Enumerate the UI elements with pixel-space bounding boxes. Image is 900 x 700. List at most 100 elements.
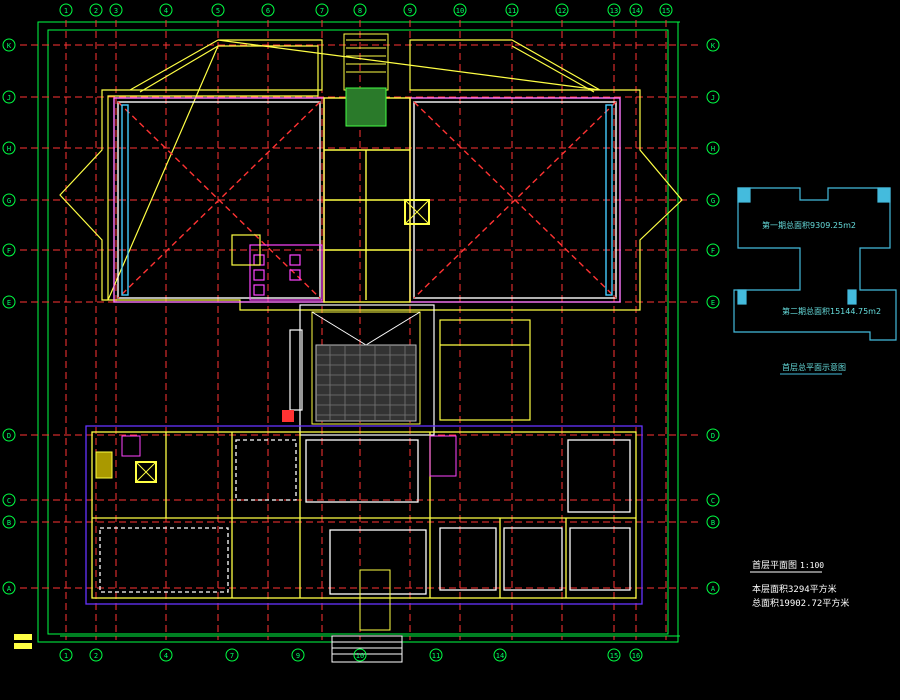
grid-bubble-left-G: G — [2, 193, 16, 207]
grid-bubble-left-C: C — [2, 493, 16, 507]
grid-bubble-bottom-16: 16 — [629, 648, 643, 662]
drawing-notes: 首层平面图 1:100 本层面积3294平方米 总面积19902.72平方米 — [750, 559, 849, 609]
grid-bubble-top-5: 5 — [211, 3, 225, 17]
key-plan-lower-label: 第二期总面积15144.75m2 — [782, 306, 881, 316]
svg-text:K: K — [711, 42, 716, 50]
grid-bubble-bottom-11: 11 — [429, 648, 443, 662]
grid-bubble-left-A: A — [2, 581, 16, 595]
svg-text:10: 10 — [456, 7, 464, 15]
grid-bubble-right-D: D — [706, 428, 720, 442]
grid-bubble-top-10: 10 — [453, 3, 467, 17]
grid-bubble-top-12: 12 — [555, 3, 569, 17]
svg-text:D: D — [711, 432, 715, 440]
grid-bubble-right-A: A — [706, 581, 720, 595]
floor-area-note: 本层面积3294平方米 — [752, 583, 837, 595]
svg-text:G: G — [7, 197, 11, 205]
middle-right-rooms — [289, 319, 531, 421]
svg-text:4: 4 — [164, 7, 168, 15]
svg-text:9: 9 — [296, 652, 300, 660]
svg-text:1: 1 — [64, 7, 68, 15]
svg-text:2: 2 — [94, 652, 98, 660]
grid-bubble-right-K: K — [706, 38, 720, 52]
legend-swatch — [14, 634, 32, 649]
drawing-scale: 1:100 — [800, 561, 824, 570]
svg-text:F: F — [711, 247, 715, 255]
svg-text:J: J — [7, 94, 11, 102]
grid-bubble-left-H: H — [2, 141, 16, 155]
total-area-note: 总面积19902.72平方米 — [752, 597, 849, 609]
grid-bubble-right-G: G — [706, 193, 720, 207]
svg-text:C: C — [711, 497, 715, 505]
grid-bubble-top-7: 7 — [315, 3, 329, 17]
grid-bubble-right-H: H — [706, 141, 720, 155]
key-plan — [733, 187, 897, 341]
svg-text:15: 15 — [610, 652, 618, 660]
grid-bubble-right-E: E — [706, 295, 720, 309]
lower-core — [95, 410, 457, 483]
grid-bubble-left-B: B — [2, 515, 16, 529]
svg-text:11: 11 — [508, 7, 516, 15]
grid-bubble-top-6: 6 — [261, 3, 275, 17]
grid-bubble-top-8: 8 — [353, 3, 367, 17]
grid-bubble-top-2: 2 — [89, 3, 103, 17]
svg-text:11: 11 — [432, 652, 440, 660]
svg-text:2: 2 — [94, 7, 98, 15]
grid-bubble-top-14: 14 — [629, 3, 643, 17]
svg-text:3: 3 — [114, 7, 118, 15]
grid-bubble-left-E: E — [2, 295, 16, 309]
grid-bubble-left-K: K — [2, 38, 16, 52]
central-atrium — [299, 304, 435, 436]
grid-bubble-right-C: C — [706, 493, 720, 507]
svg-text:5: 5 — [216, 7, 220, 15]
bottom-entrance-stair — [331, 569, 403, 663]
grid-bubble-right-B: B — [706, 515, 720, 529]
svg-text:8: 8 — [358, 7, 362, 15]
grid-bubble-top-1: 1 — [59, 3, 73, 17]
svg-text:D: D — [7, 432, 11, 440]
svg-text:7: 7 — [320, 7, 324, 15]
key-plan-upper-label: 第一期总面积9309.25m2 — [762, 220, 856, 230]
grid-bubble-top-13: 13 — [607, 3, 621, 17]
grid-bubble-left-F: F — [2, 243, 16, 257]
svg-text:H: H — [7, 145, 11, 153]
svg-text:G: G — [711, 197, 715, 205]
svg-text:F: F — [7, 247, 11, 255]
svg-text:H: H — [711, 145, 715, 153]
upper-elevator — [404, 199, 430, 225]
drawing-title: 首层平面图 — [752, 559, 797, 571]
grid-bubble-top-15: 15 — [659, 3, 673, 17]
grid-bubble-bottom-7: 7 — [225, 648, 239, 662]
grid-bubble-bottom-9: 9 — [291, 648, 305, 662]
svg-text:J: J — [711, 94, 715, 102]
grid-bubble-bottom-15: 15 — [607, 648, 621, 662]
grid-labels-bottom: 1 2 4 7 9 10 11 14 15 16 — [59, 648, 643, 662]
grid-bubble-bottom-2: 2 — [89, 648, 103, 662]
grid-bubble-top-4: 4 — [159, 3, 173, 17]
grid-bubble-right-F: F — [706, 243, 720, 257]
grid-labels-left: K J H G F E D C B A — [2, 38, 16, 595]
svg-text:4: 4 — [164, 652, 168, 660]
upper-block-outline — [59, 39, 683, 311]
svg-text:14: 14 — [632, 7, 640, 15]
grid-bubble-right-J: J — [706, 90, 720, 104]
top-entrance-stair — [343, 33, 389, 127]
svg-text:B: B — [711, 519, 715, 527]
grid-bubble-bottom-14: 14 — [493, 648, 507, 662]
svg-text:6: 6 — [266, 7, 270, 15]
grid-bubble-top-3: 3 — [109, 3, 123, 17]
svg-text:12: 12 — [558, 7, 566, 15]
grid-bubble-bottom-1: 1 — [59, 648, 73, 662]
grid-bubble-bottom-4: 4 — [159, 648, 173, 662]
grid-bubble-top-9: 9 — [403, 3, 417, 17]
svg-text:A: A — [711, 585, 716, 593]
svg-text:E: E — [7, 299, 11, 307]
svg-text:7: 7 — [230, 652, 234, 660]
atrium-hatch — [316, 345, 416, 421]
svg-text:15: 15 — [662, 7, 670, 15]
grid-bubble-bottom-10: 10 — [353, 648, 367, 662]
svg-text:B: B — [7, 519, 11, 527]
svg-text:C: C — [7, 497, 11, 505]
grid-labels-right: K J H G F E D C B A — [706, 38, 720, 595]
